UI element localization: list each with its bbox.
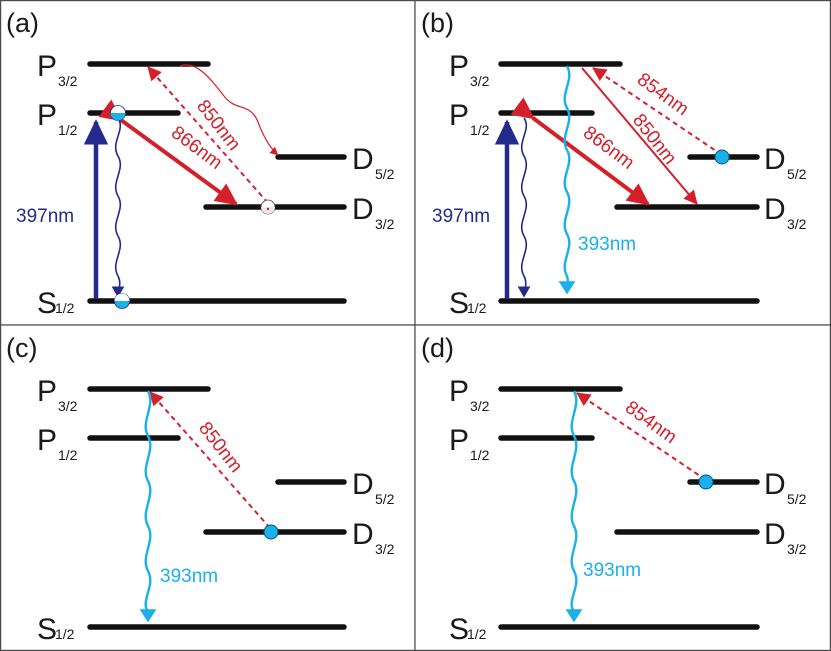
svg-text:P: P — [37, 99, 57, 132]
wavelength-label-397nm: 397nm — [16, 206, 74, 227]
svg-text:5/2: 5/2 — [375, 166, 395, 182]
filled-circle-icon — [714, 149, 730, 165]
half-filled-circle-icon — [114, 293, 130, 309]
svg-text:P: P — [37, 375, 57, 408]
decay-wavy-p3-d5 — [179, 64, 279, 156]
half-filled-circle-icon — [260, 199, 276, 215]
svg-text:D: D — [352, 468, 374, 501]
decay-wavy-397nm — [517, 117, 531, 298]
svg-text:S: S — [37, 613, 57, 646]
svg-text:D: D — [352, 518, 374, 551]
panel-c-label: (c) — [6, 333, 37, 363]
svg-text:P: P — [449, 50, 469, 83]
panel-b-label: (b) — [421, 8, 454, 38]
state-label-s1-2: S1/2 — [37, 287, 75, 320]
decay-wavy-393nm — [565, 390, 583, 623]
panel-a-label: (a) — [6, 8, 39, 38]
decay-wavy-397nm — [111, 117, 125, 298]
svg-text:3/2: 3/2 — [470, 73, 490, 89]
svg-text:1/2: 1/2 — [55, 300, 75, 316]
wavelength-label-393nm: 393nm — [578, 234, 636, 255]
svg-text:D: D — [352, 143, 374, 176]
svg-text:1/2: 1/2 — [58, 122, 78, 138]
svg-text:1/2: 1/2 — [467, 626, 487, 642]
decay-wavy-393nm — [558, 65, 576, 295]
transition-arrow-850nm — [149, 391, 271, 529]
svg-text:P: P — [449, 375, 469, 408]
svg-text:3/2: 3/2 — [58, 398, 78, 414]
svg-text:P: P — [37, 424, 57, 457]
svg-text:P: P — [449, 424, 469, 457]
svg-text:D: D — [764, 193, 786, 226]
state-label-s1-2: S1/2 — [449, 287, 487, 320]
svg-text:S: S — [37, 287, 57, 320]
panel-c-frame — [0, 324, 416, 651]
panel-d-label: (d) — [421, 333, 454, 363]
svg-text:1/2: 1/2 — [58, 447, 78, 463]
svg-text:3/2: 3/2 — [787, 216, 807, 232]
filled-circle-icon — [263, 524, 279, 540]
svg-text:D: D — [764, 468, 786, 501]
filled-circle-icon — [698, 474, 714, 490]
svg-text:5/2: 5/2 — [787, 166, 807, 182]
wavelength-label-393nm: 393nm — [160, 566, 218, 587]
svg-text:3/2: 3/2 — [787, 541, 807, 557]
svg-text:5/2: 5/2 — [375, 491, 395, 507]
svg-text:1/2: 1/2 — [55, 626, 75, 642]
svg-text:P: P — [37, 50, 57, 83]
svg-text:S: S — [449, 287, 469, 320]
svg-text:1/2: 1/2 — [470, 447, 490, 463]
svg-text:1/2: 1/2 — [467, 300, 487, 316]
transition-arrow-854nm — [592, 67, 723, 156]
decay-wavy-393nm — [139, 390, 157, 623]
transition-arrow-854nm — [576, 392, 707, 481]
transition-arrow-866nm — [510, 97, 650, 206]
wavelength-label-393nm: 393nm — [583, 560, 641, 581]
transition-arrow-866nm — [98, 99, 238, 206]
svg-text:3/2: 3/2 — [375, 216, 395, 232]
svg-text:3/2: 3/2 — [375, 541, 395, 557]
svg-text:3/2: 3/2 — [470, 398, 490, 414]
panel-d-frame — [414, 324, 831, 651]
svg-text:5/2: 5/2 — [787, 491, 807, 507]
wavelength-label-397nm: 397nm — [432, 206, 490, 227]
svg-text:S: S — [449, 613, 469, 646]
state-label-s1-2: S1/2 — [37, 613, 75, 646]
svg-text:D: D — [764, 143, 786, 176]
state-label-s1-2: S1/2 — [449, 613, 487, 646]
svg-text:D: D — [352, 193, 374, 226]
svg-text:D: D — [764, 518, 786, 551]
svg-text:1/2: 1/2 — [470, 122, 490, 138]
svg-text:3/2: 3/2 — [58, 73, 78, 89]
svg-text:P: P — [449, 99, 469, 132]
half-filled-circle-icon — [110, 105, 126, 121]
